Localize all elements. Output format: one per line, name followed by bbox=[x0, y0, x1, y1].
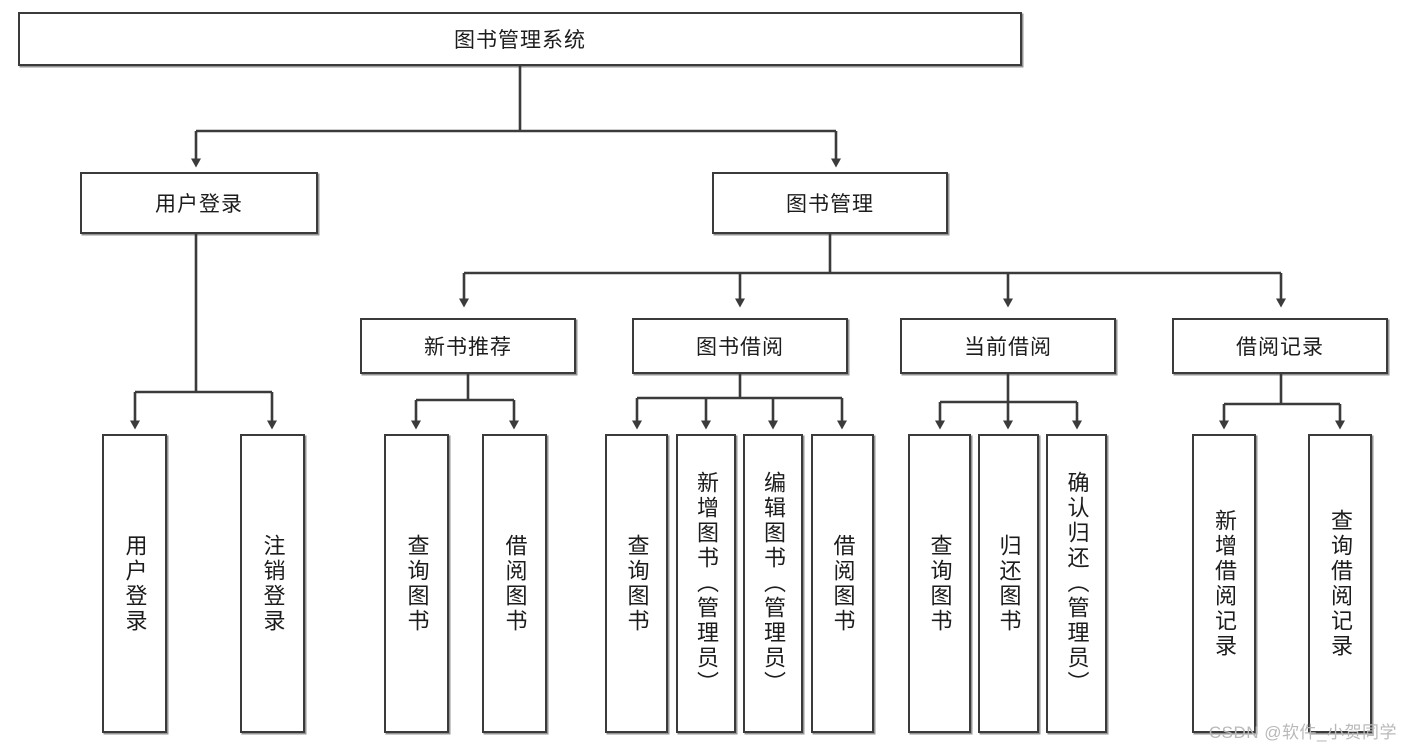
leaf-label: 确认归还（管理员） bbox=[1064, 471, 1090, 696]
leaf-recommend-query-book[interactable]: 查询图书 bbox=[384, 434, 449, 733]
leaf-record-add-record[interactable]: 新增借阅记录 bbox=[1192, 434, 1256, 733]
leaf-user-login-signin[interactable]: 用户登录 bbox=[102, 434, 167, 733]
leaf-label: 归还图书 bbox=[996, 533, 1022, 634]
leaf-current-confirm-return-admin[interactable]: 确认归还（管理员） bbox=[1046, 434, 1107, 733]
leaf-borrow-borrow-book[interactable]: 借阅图书 bbox=[811, 434, 874, 733]
leaf-label: 用户登录 bbox=[122, 533, 148, 634]
node-root[interactable]: 图书管理系统 bbox=[18, 12, 1022, 66]
leaf-label: 编辑图书（管理员） bbox=[761, 471, 786, 696]
node-user-login[interactable]: 用户登录 bbox=[80, 172, 318, 234]
node-current-borrow-label: 当前借阅 bbox=[964, 336, 1052, 359]
node-new-book-recommend-label: 新书推荐 bbox=[424, 336, 512, 359]
leaf-label: 查询借阅记录 bbox=[1328, 508, 1353, 659]
node-book-management-label: 图书管理 bbox=[786, 193, 874, 216]
leaf-current-return-book[interactable]: 归还图书 bbox=[978, 434, 1039, 733]
leaf-label: 查询图书 bbox=[404, 533, 430, 634]
leaf-borrow-add-book-admin[interactable]: 新增图书（管理员） bbox=[676, 434, 736, 733]
node-new-book-recommend[interactable]: 新书推荐 bbox=[360, 318, 576, 374]
leaf-label: 注销登录 bbox=[260, 533, 286, 634]
node-root-label: 图书管理系统 bbox=[454, 29, 586, 52]
node-book-borrow-label: 图书借阅 bbox=[696, 336, 784, 359]
leaf-record-query-record[interactable]: 查询借阅记录 bbox=[1308, 434, 1372, 733]
leaf-label: 借阅图书 bbox=[830, 533, 856, 634]
node-book-borrow[interactable]: 图书借阅 bbox=[632, 318, 848, 374]
node-current-borrow[interactable]: 当前借阅 bbox=[900, 318, 1116, 374]
leaf-recommend-borrow-book[interactable]: 借阅图书 bbox=[482, 434, 547, 733]
node-borrow-record[interactable]: 借阅记录 bbox=[1172, 318, 1388, 374]
node-borrow-record-label: 借阅记录 bbox=[1236, 336, 1324, 359]
leaf-label: 新增借阅记录 bbox=[1212, 508, 1237, 659]
leaf-current-query-book[interactable]: 查询图书 bbox=[908, 434, 971, 733]
leaf-borrow-edit-book-admin[interactable]: 编辑图书（管理员） bbox=[743, 434, 803, 733]
leaf-label: 借阅图书 bbox=[502, 533, 528, 634]
leaf-user-login-signout[interactable]: 注销登录 bbox=[240, 434, 305, 733]
leaf-label: 查询图书 bbox=[624, 533, 650, 634]
leaf-borrow-query-book[interactable]: 查询图书 bbox=[605, 434, 668, 733]
node-user-login-label: 用户登录 bbox=[155, 193, 243, 216]
leaf-label: 查询图书 bbox=[927, 533, 953, 634]
leaf-label: 新增图书（管理员） bbox=[694, 471, 719, 696]
node-book-management[interactable]: 图书管理 bbox=[712, 172, 948, 234]
